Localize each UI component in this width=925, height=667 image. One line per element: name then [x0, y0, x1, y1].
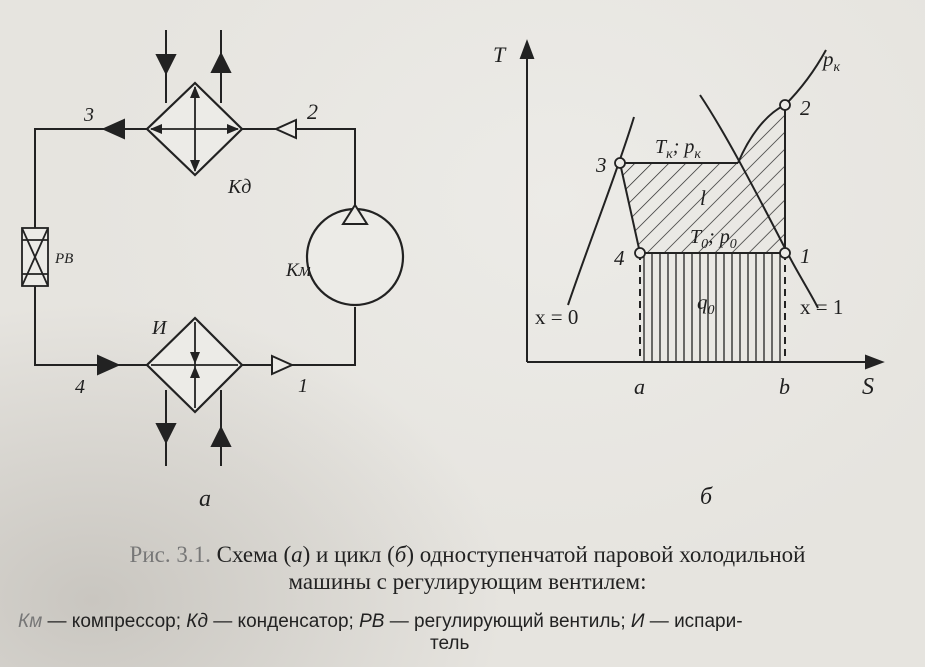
axes [519, 39, 885, 370]
legend-km-abbr: Км [18, 611, 43, 632]
vapor-line [699, 94, 819, 309]
q0-label: q0 [697, 290, 715, 318]
compressor-label: Км [285, 260, 311, 281]
legend-rv-abbr: РВ [359, 611, 385, 632]
figure-number: Рис. 3.1. [129, 542, 211, 567]
state-point-2 [779, 99, 791, 111]
refrigeration-schema: 2 3 4 1 Кд Км РВ И а [21, 30, 405, 512]
condenser-coolant-flows [155, 30, 232, 103]
legend-i-abbr: И [630, 611, 645, 632]
ts-cycle-diagram: T S pк 2 3 4 1 Tк; pк l T0; p0 q0 x = 0 … [493, 39, 885, 510]
y-axis-label: T [493, 42, 507, 67]
state-point-3 [614, 157, 626, 169]
evaporation-label: T0; p0 [690, 226, 737, 252]
state-point-4 [634, 247, 646, 259]
figure-legend: Км — компрессор; Кд — конденсатор; РВ — … [18, 611, 743, 632]
regulating-valve [21, 227, 49, 287]
compressor [305, 203, 405, 307]
schema-point-4: 4 [75, 376, 85, 398]
condenser [145, 81, 244, 177]
cycle-panel-label: б [700, 484, 713, 510]
work-label: l [700, 186, 706, 210]
s-mark-b: b [779, 374, 790, 399]
evaporator-label: И [151, 317, 168, 339]
state-point-1 [779, 247, 791, 259]
cycle-point-2: 2 [800, 96, 811, 120]
cycle-point-3: 3 [595, 153, 607, 177]
work-area [620, 105, 785, 253]
evaporator [145, 316, 244, 414]
condenser-label: Кд [227, 176, 251, 198]
x-axis-label: S [862, 374, 874, 400]
evaporator-coolant-flows [155, 390, 232, 466]
x1-label: x = 1 [800, 295, 843, 319]
x0-label: x = 0 [535, 305, 578, 329]
schema-panel-label: а [199, 486, 211, 512]
schema-point-1: 1 [298, 375, 308, 397]
cycle-point-1: 1 [800, 244, 811, 268]
figure-legend-line-2: тель [430, 633, 470, 654]
cycle-lines [619, 105, 786, 362]
schema-point-3: 3 [83, 104, 94, 126]
liquid-line [567, 116, 635, 306]
cycle-point-4: 4 [614, 246, 625, 270]
q0-area [640, 253, 785, 362]
legend-kd-abbr: Кд [186, 611, 208, 632]
schema-point-2: 2 [307, 99, 318, 124]
s-mark-a: a [634, 374, 645, 399]
figure: 2 3 4 1 Кд Км РВ И а [21, 30, 885, 512]
figure-caption-line-2: машины с регулирующим вентилем: [288, 569, 647, 594]
figure-caption-line-1: Рис. 3.1. Схема (а) и цикл (б) одноступе… [129, 542, 806, 567]
valve-label: РВ [54, 251, 73, 267]
flow-arrows [97, 118, 297, 376]
pk-label: pк [821, 47, 841, 75]
condensation-label: Tк; pк [655, 136, 701, 162]
state-points [614, 99, 791, 259]
